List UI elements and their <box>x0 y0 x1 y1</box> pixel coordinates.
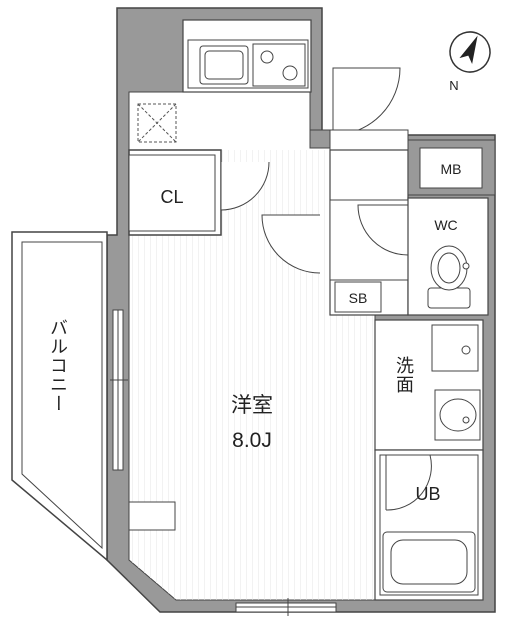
main-room: 洋室 8.0J <box>231 394 273 452</box>
toilet-label: WC <box>434 217 457 233</box>
balcony-label: バルコニー <box>48 318 68 413</box>
toilet-icon <box>427 245 471 309</box>
washroom-label: 洗面 <box>394 356 414 394</box>
bathroom-label: UB <box>415 484 440 504</box>
north-label: N <box>449 78 458 93</box>
closet: CL <box>128 149 270 236</box>
toilet-room: WC <box>407 197 489 316</box>
entrance-door <box>309 67 409 151</box>
shoe-box-label: SB <box>349 290 368 306</box>
bathroom: UB <box>374 449 484 601</box>
main-room-size: 8.0J <box>232 429 272 452</box>
entry-hall: SB <box>261 149 409 316</box>
bathtub-icon <box>382 531 476 593</box>
washroom: 洗面 <box>374 319 484 451</box>
fridge-space <box>137 103 177 143</box>
main-room-name: 洋室 <box>231 394 273 417</box>
balcony: バルコニー <box>11 231 108 562</box>
closet-label: CL <box>160 187 183 207</box>
washbasin-icon <box>434 389 481 441</box>
kitchen-sink-icon <box>199 45 249 85</box>
washing-machine-pan <box>431 324 479 372</box>
meter-box-label: MB <box>441 161 462 177</box>
kitchen-area <box>182 19 312 93</box>
wall-stub <box>128 501 176 531</box>
compass-icon <box>449 31 491 73</box>
meter-box: MB <box>407 139 496 196</box>
stove-icon <box>252 43 306 87</box>
windows <box>110 309 337 616</box>
